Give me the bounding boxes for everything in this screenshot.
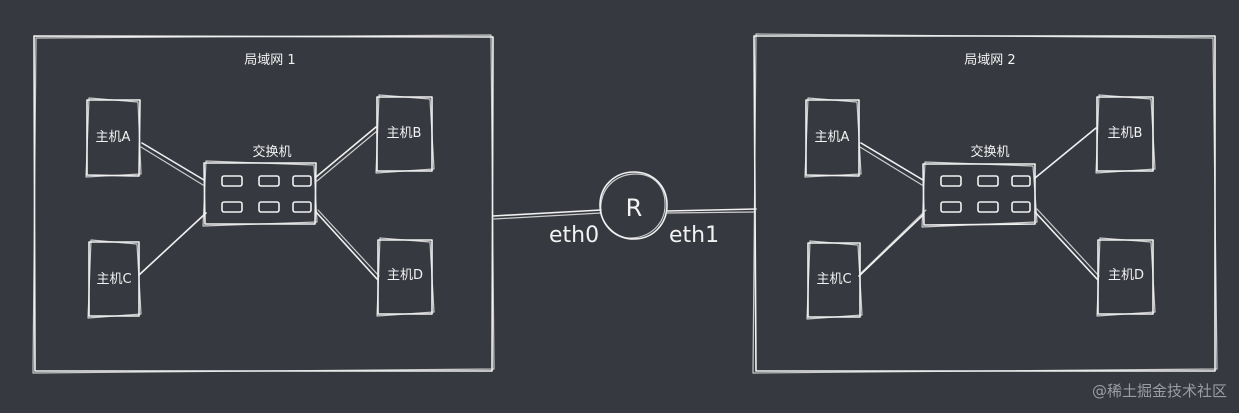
- lan1-host-b: 主机B: [375, 94, 435, 174]
- lan2-host-a: 主机A: [804, 97, 862, 178]
- lan1-host-a-label: 主机A: [96, 130, 131, 145]
- lan1-switch: [202, 160, 318, 227]
- lan1-host-b-label: 主机B: [387, 126, 422, 141]
- lan2-frame: [752, 33, 1218, 374]
- lan1-frame: [32, 34, 495, 374]
- lan2-switch-label: 交换机: [970, 144, 1009, 160]
- lan2-host-d: 主机D: [1096, 237, 1156, 317]
- lan1-host-c: 主机C: [87, 239, 142, 319]
- watermark-text: @稀土掘金技术社区: [1091, 382, 1227, 400]
- lan2-host-b-label: 主机B: [1108, 126, 1143, 141]
- router-label: R: [626, 194, 643, 222]
- lan2-switch-ports: [940, 175, 1031, 213]
- lan2-host-b: 主机B: [1095, 94, 1156, 174]
- lan2-host-c: 主机C: [806, 240, 863, 320]
- lan1-links: [138, 126, 380, 280]
- lan2-host-c-label: 主机C: [816, 272, 851, 287]
- lan1-switch-label: 交换机: [252, 144, 291, 160]
- lan1-host-d-label: 主机D: [387, 268, 423, 283]
- lan2-host-d-label: 主机D: [1108, 268, 1144, 283]
- router-eth0-label: eth0: [549, 223, 599, 248]
- lan2-links: [858, 127, 1100, 280]
- router-eth1-label: eth1: [669, 223, 719, 248]
- router: R: [599, 171, 668, 240]
- lan2-switch: [921, 161, 1038, 228]
- lan1-host-d: 主机D: [376, 237, 435, 317]
- lan1-switch-ports: [221, 175, 312, 213]
- lan2-title: 局域网 2: [964, 53, 1015, 68]
- lan1-host-a: 主机A: [85, 97, 142, 178]
- lan1-host-c-label: 主机C: [96, 272, 131, 287]
- lan1-title: 局域网 1: [244, 53, 295, 68]
- lan2-host-a-label: 主机A: [815, 130, 850, 145]
- router-uplinks: [492, 208, 757, 220]
